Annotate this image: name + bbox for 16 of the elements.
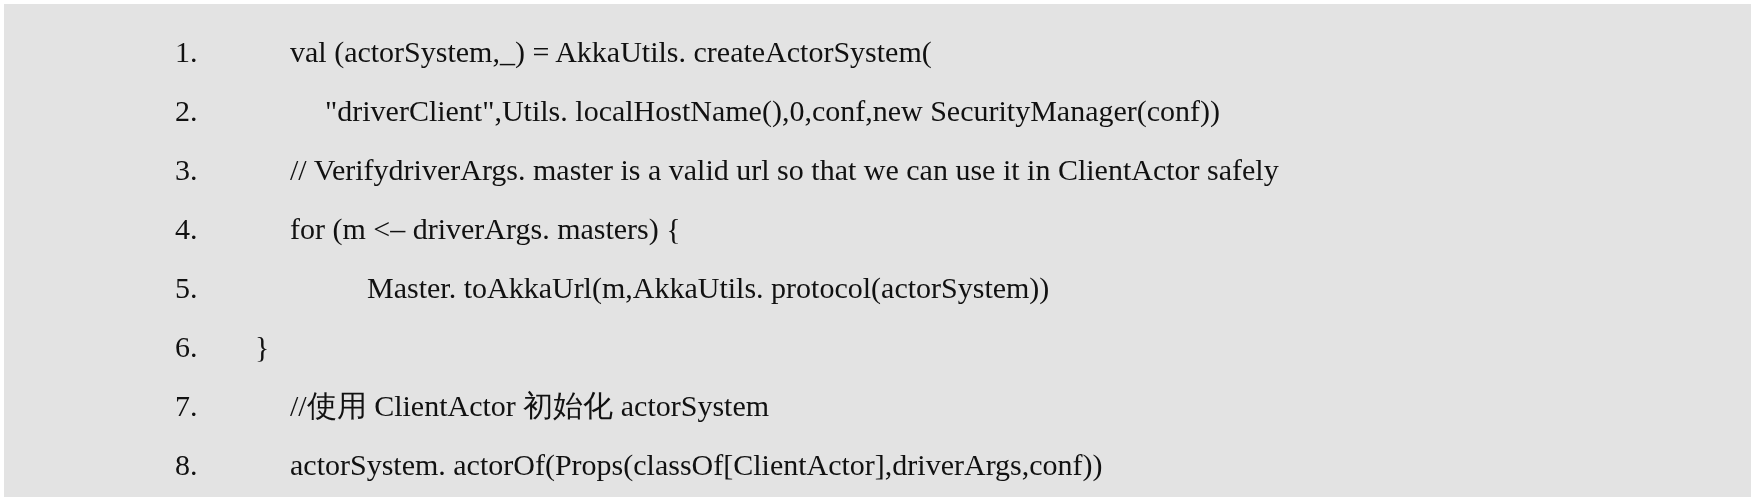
- code-line: // VerifydriverArgs. master is a valid url so that we can use it in ClientActor safely: [290, 152, 1279, 188]
- code-line: }: [255, 329, 270, 365]
- line-number: 8.: [175, 447, 198, 483]
- code-line: val (actorSystem,_) = AkkaUtils. createActorSystem(: [290, 34, 932, 70]
- code-line: for (m <– driverArgs. masters) {: [290, 211, 681, 247]
- line-number: 6.: [175, 329, 198, 365]
- line-number: 3.: [175, 152, 198, 188]
- line-number: 2.: [175, 93, 198, 129]
- code-line: Master. toAkkaUrl(m,AkkaUtils. protocol(actorSystem)): [367, 270, 1050, 306]
- code-line: "driverClient",Utils. localHostName(),0,conf,new SecurityManager(conf)): [325, 93, 1221, 129]
- code-line: actorSystem. actorOf(Props(classOf[ClientActor],driverArgs,conf)): [290, 447, 1103, 483]
- code-line: //使用 ClientActor 初始化 actorSystem: [290, 388, 770, 424]
- line-number: 5.: [175, 270, 198, 306]
- line-number: 1.: [175, 34, 198, 70]
- line-number: 4.: [175, 211, 198, 247]
- line-number: 7.: [175, 388, 198, 424]
